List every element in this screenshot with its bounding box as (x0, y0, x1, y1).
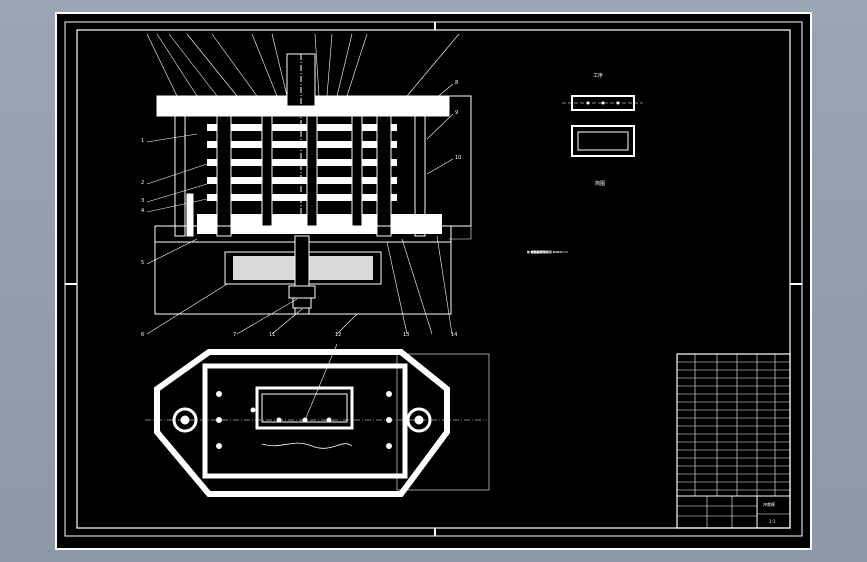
leader-lines (146, 33, 472, 335)
drawing-sheet: 工序 简图 技术要求 1. 凸凹模间隙均匀 Z=0.1mm 2. 模具表面粗糙度… (55, 12, 812, 550)
process-label-bottom: 简图 (595, 181, 606, 187)
process-sketch (562, 95, 643, 157)
tech-note-2: 1. 凸凹模间隙均匀 Z=0.1mm (527, 250, 568, 254)
tech-note-1: 技术要求 (527, 250, 540, 254)
leader-number: 2 (141, 180, 145, 186)
leader-number: 11 (269, 332, 276, 338)
title-block-name: 冲裁模 (763, 502, 775, 507)
tech-note-3: 2. 模具表面粗糙度 Ra0.8 (527, 250, 562, 254)
process-label-top: 工序 (593, 73, 604, 79)
leader-number: 6 (141, 332, 145, 338)
leader-number: 8 (455, 80, 459, 86)
leader-number: 12 (335, 332, 342, 338)
leader-number: 7 (233, 332, 237, 338)
leader-number: 1 (141, 138, 145, 144)
tech-note-4: 3. 未注倒角 C1 (527, 250, 548, 254)
title-block-scale: 1:1 (769, 519, 776, 524)
leader-number: 5 (141, 260, 145, 266)
leader-number: 4 (141, 208, 145, 214)
drawing-frame (76, 29, 791, 529)
leader-number: 9 (455, 110, 459, 116)
cad-drawing (64, 21, 803, 537)
leader-number: 13 (403, 332, 410, 338)
leader-number: 14 (451, 332, 458, 338)
leader-number: 10 (455, 155, 462, 161)
die-plan-view (145, 343, 490, 497)
leader-number: 3 (141, 198, 145, 204)
title-block (676, 353, 791, 529)
die-section-view (154, 53, 472, 315)
